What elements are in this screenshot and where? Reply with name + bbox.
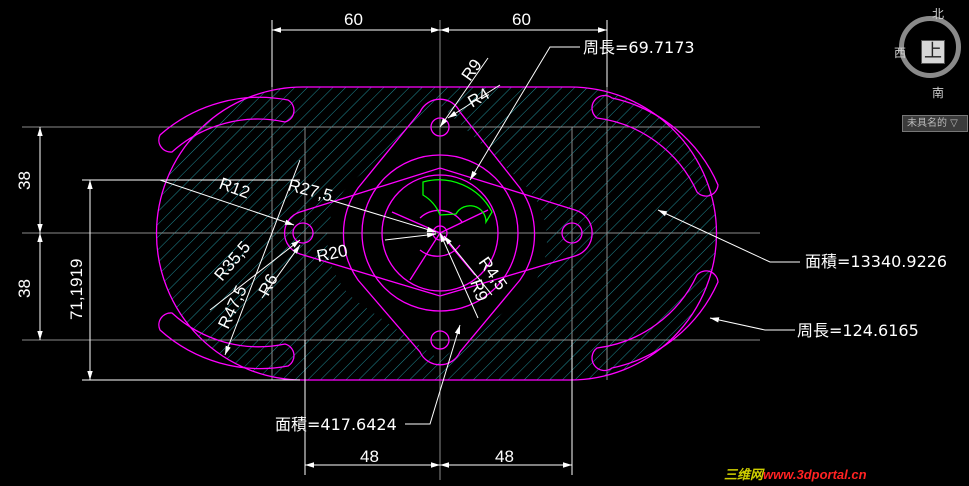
dim-left-total: 71,1919 [67, 259, 86, 320]
radius-r9-top: R9 [458, 56, 486, 85]
side-lobe [283, 167, 593, 297]
dim-bottom-left: 48 [360, 447, 379, 466]
part-profile [155, 86, 719, 381]
hole-right [561, 222, 583, 244]
hatch-region [156, 87, 717, 380]
right-slot-upper [591, 94, 719, 197]
compass-ring[interactable] [899, 16, 961, 78]
watermark-prefix: 三维网 [724, 467, 764, 482]
compass-north[interactable]: 北 [932, 7, 945, 21]
dimension-lines [37, 20, 800, 475]
dim-top-right: 60 [512, 10, 531, 29]
construction-lines [22, 20, 760, 480]
hub-outer [361, 154, 519, 312]
hub-inner [381, 174, 499, 292]
hole-top [430, 117, 450, 137]
area-outer-label: 面積=13340.9226 [805, 252, 947, 271]
dim-bottom-right: 48 [495, 447, 514, 466]
compass-west[interactable]: 西 [894, 46, 907, 60]
viewcube[interactable]: 北 西 南 上 [893, 4, 969, 114]
ucs-dropdown[interactable]: 未具名的 ▽ [902, 115, 968, 132]
hole-bottom [430, 330, 450, 350]
right-slot-lower [591, 270, 719, 372]
highlight-region [422, 179, 493, 225]
outer-boundary [155, 86, 718, 381]
viewcube-top-face[interactable]: 上 [921, 40, 945, 64]
area-inner-label: 面積=417.6424 [275, 415, 397, 434]
dim-left-lower: 38 [15, 279, 34, 298]
dim-left-upper: 38 [15, 171, 34, 190]
hole-left [292, 222, 314, 244]
dim-top-left: 60 [344, 10, 363, 29]
cam-plate [342, 98, 536, 366]
watermark-site: www.3dportal.cn [763, 467, 867, 482]
watermark: 三维网www.3dportal.cn [724, 464, 867, 483]
compass-south[interactable]: 南 [932, 86, 945, 100]
perimeter-inner-label: 周長=69.7173 [583, 38, 695, 57]
left-slot-upper [158, 96, 295, 153]
perimeter-outer-label: 周長=124.6165 [797, 321, 919, 340]
left-slot-lower [158, 312, 295, 370]
